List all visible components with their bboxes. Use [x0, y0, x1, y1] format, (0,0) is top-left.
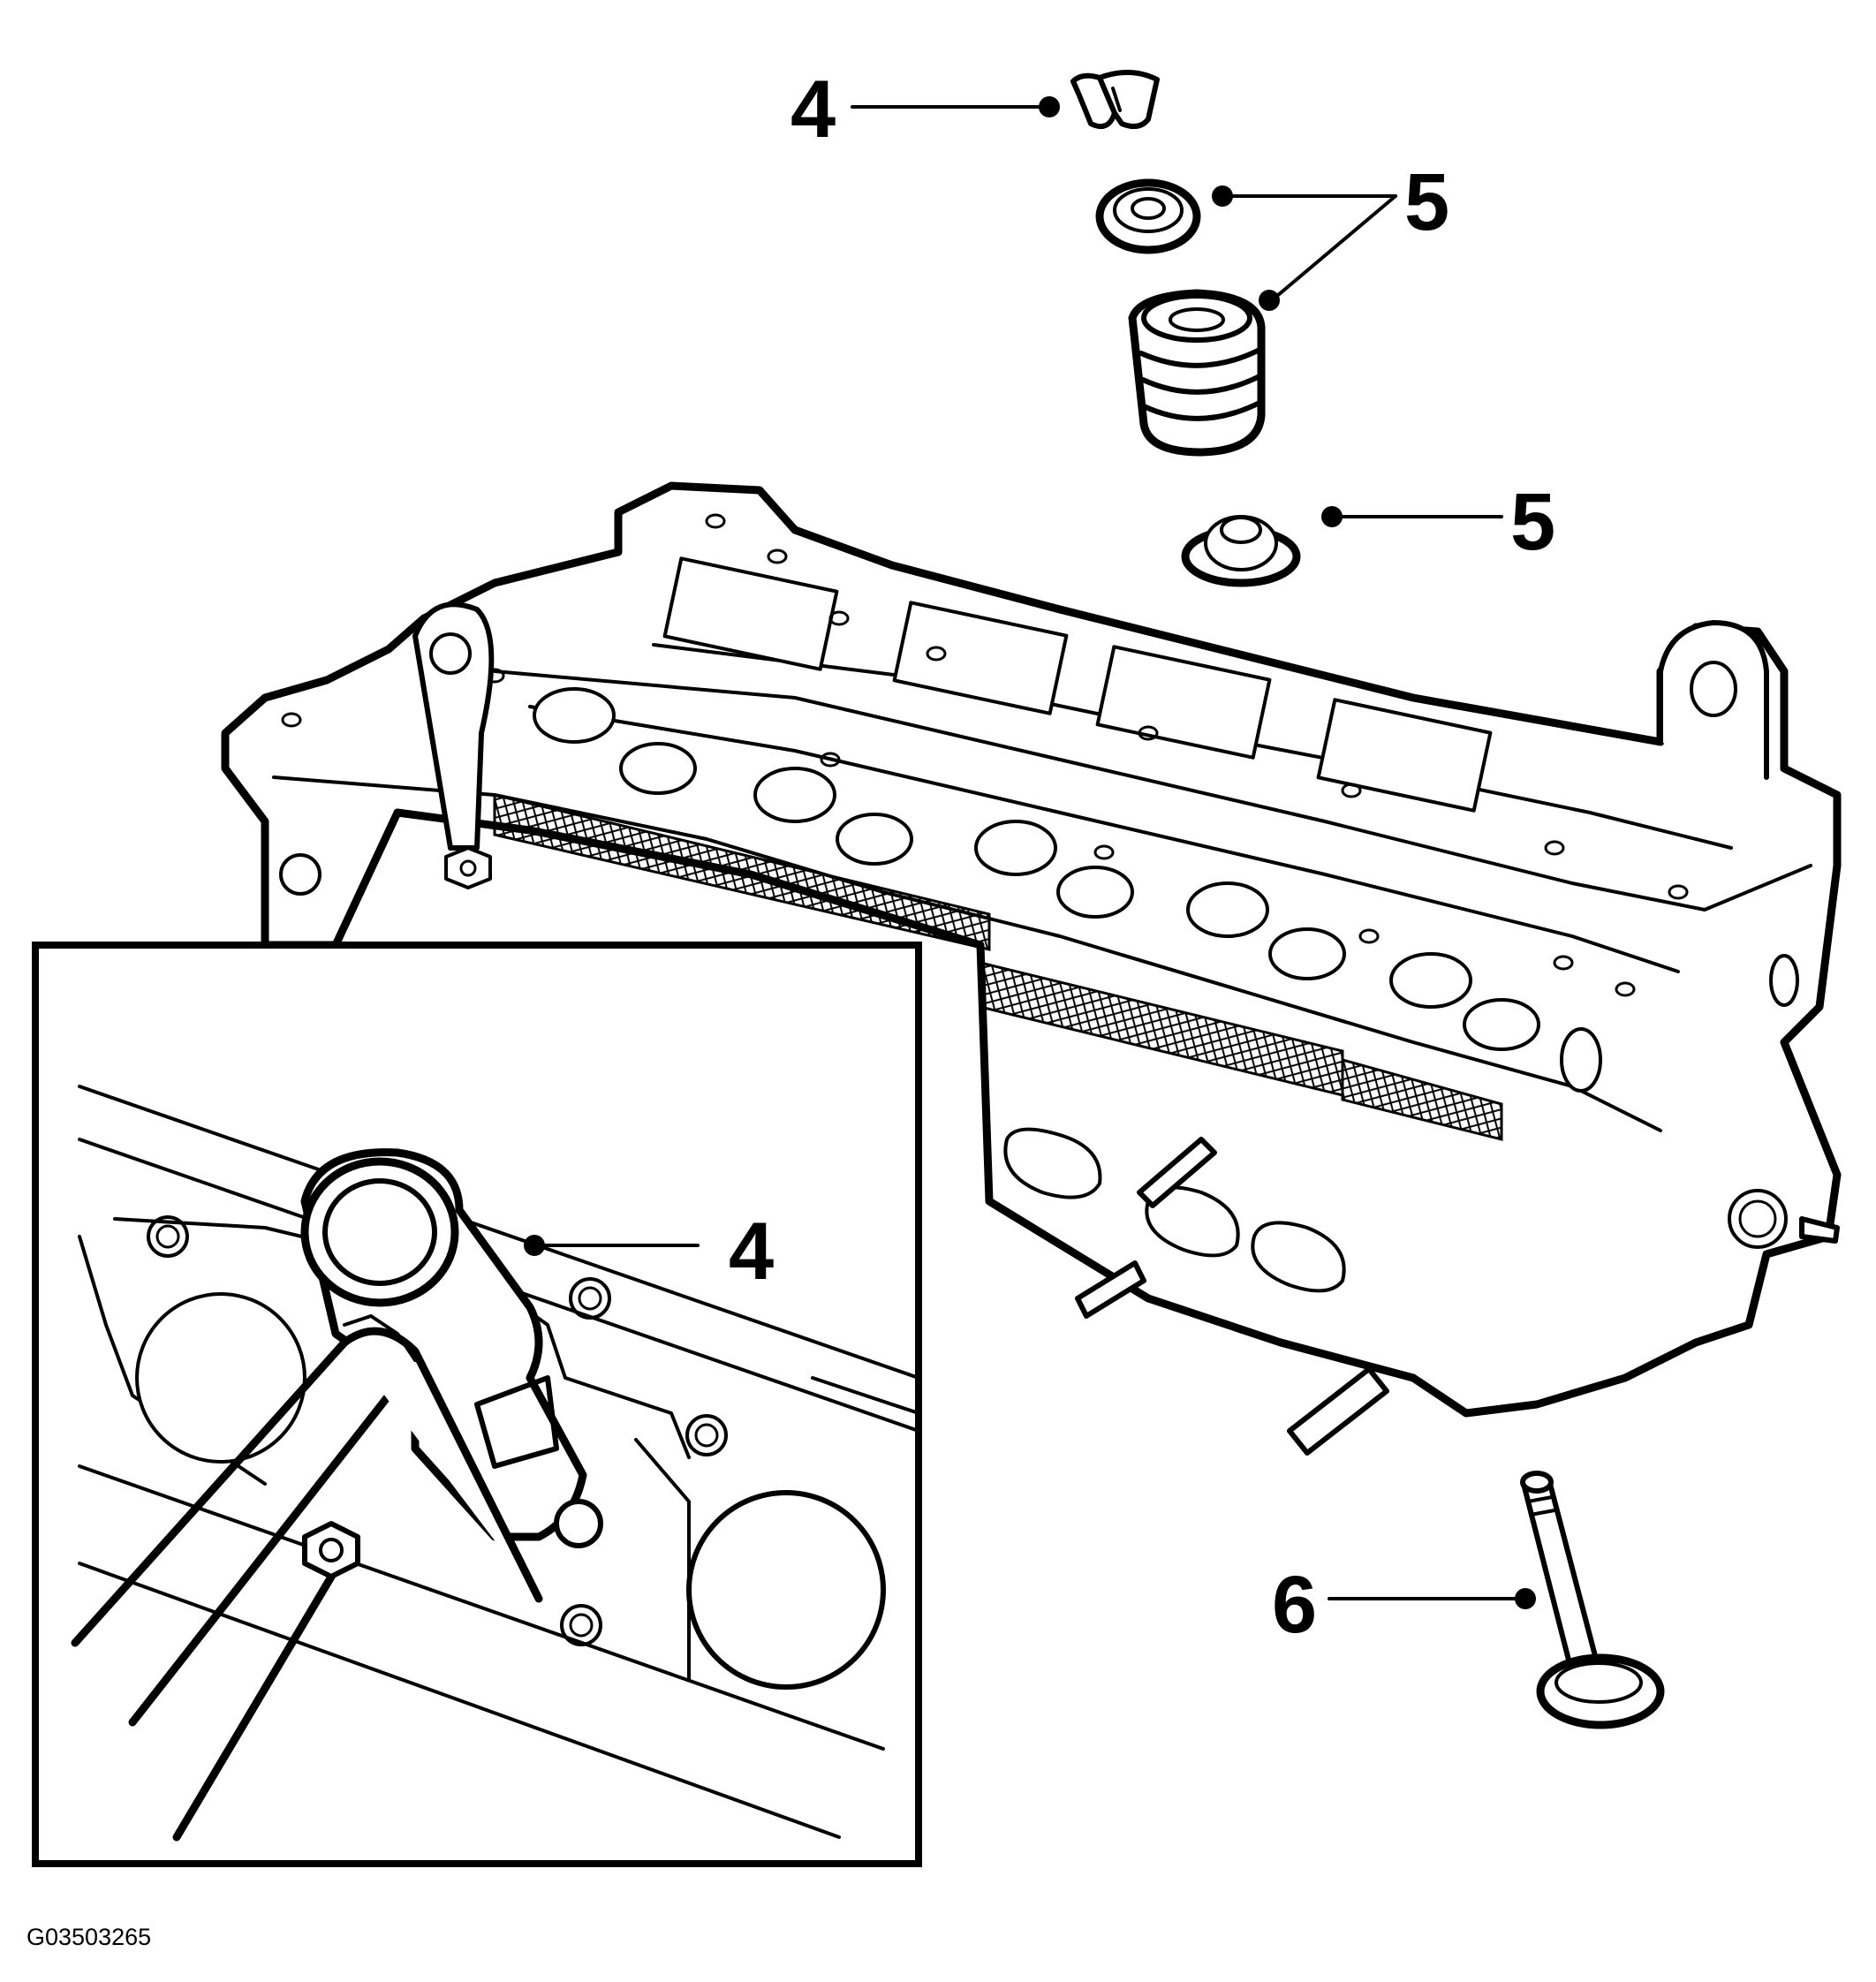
callout-inset-tool: 4: [729, 1207, 774, 1297]
figure-id: G03503265: [26, 1924, 151, 1950]
lifter-bores: [533, 687, 1540, 1051]
callout-retainer: 5: [1404, 157, 1449, 247]
valve: [1520, 1471, 1665, 1729]
valve-keepers: [1070, 69, 1160, 130]
inset-panel: [32, 942, 922, 1867]
manifold-studs: [1075, 1137, 1840, 1456]
leader-lines: [851, 96, 1536, 1609]
callout-seat: 5: [1510, 477, 1555, 567]
spring-retainer: [1095, 178, 1201, 254]
callout-keepers: 4: [790, 64, 836, 155]
spring-seat: [1181, 515, 1301, 587]
bolt-holes: [281, 513, 1689, 997]
valve-spring: [1128, 289, 1266, 457]
inset-bolt-holes: [147, 1215, 728, 1646]
cylinder-head: [221, 481, 1842, 1456]
callout-valve: 6: [1272, 1560, 1317, 1650]
valve-spring-compressor-tool: [71, 1148, 603, 1842]
